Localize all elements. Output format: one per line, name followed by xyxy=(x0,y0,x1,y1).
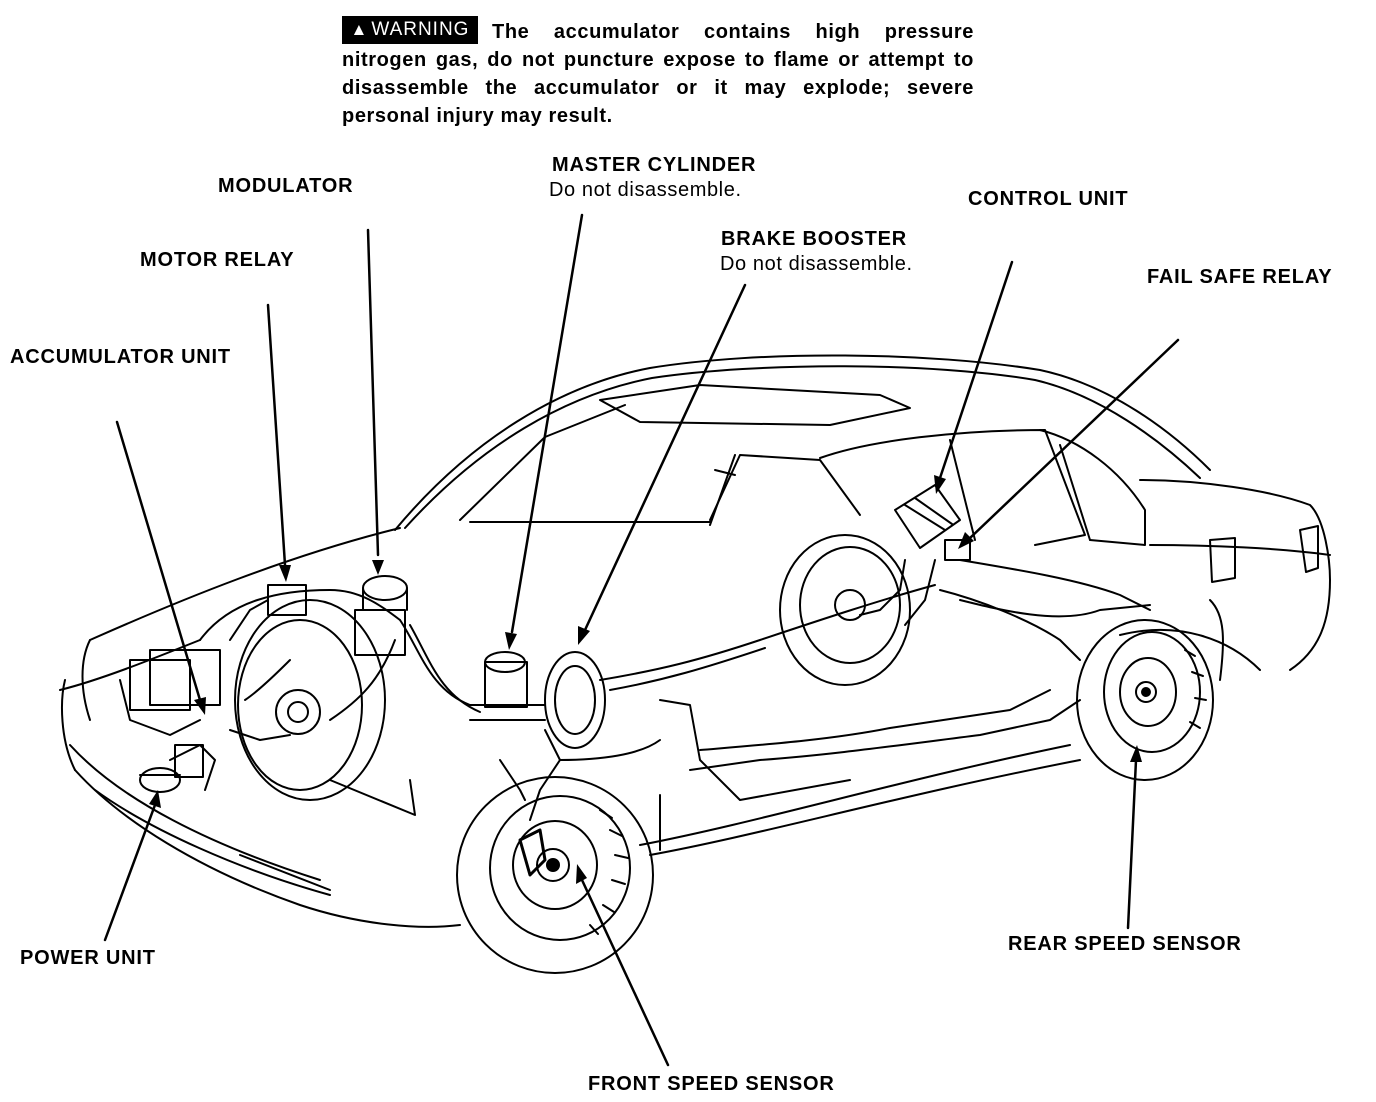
modulator-leader xyxy=(366,228,380,557)
label-control-unit: CONTROL UNIT xyxy=(968,188,1129,210)
label-fail-safe-relay: FAIL SAFE RELAY xyxy=(1147,266,1333,288)
front-speed-sensor-leader xyxy=(580,878,670,1067)
leader-lines xyxy=(103,213,1180,1067)
fail-safe-relay-leader xyxy=(968,338,1180,540)
accumulator-leader xyxy=(115,420,202,702)
control-unit-leader xyxy=(938,260,1014,480)
label-front-speed-sensor: FRONT SPEED SENSOR xyxy=(588,1073,835,1095)
rear-right-wheel xyxy=(779,534,911,686)
label-rear-speed-sensor: REAR SPEED SENSOR xyxy=(1008,933,1242,955)
note-brake-booster: Do not disassemble. xyxy=(720,253,913,275)
rear-speed-sensor-leader xyxy=(1126,758,1138,930)
label-motor-relay: MOTOR RELAY xyxy=(140,249,295,271)
master-cylinder-leader xyxy=(510,213,584,634)
front-left-wheel xyxy=(456,776,654,974)
front-right-wheel xyxy=(234,599,386,801)
car-body xyxy=(59,354,1331,928)
label-power-unit: POWER UNIT xyxy=(20,947,156,969)
warning-badge: ▲ WARNING xyxy=(340,14,480,46)
label-master-cylinder: MASTER CYLINDER xyxy=(552,154,757,176)
label-brake-booster: BRAKE BOOSTER xyxy=(721,228,907,250)
brake-booster-leader xyxy=(583,283,747,632)
note-master-cylinder: Do not disassemble. xyxy=(549,179,742,201)
power-unit-leader xyxy=(103,803,157,942)
warning-triangle-icon: ▲ xyxy=(350,20,369,39)
rear-left-wheel xyxy=(1076,619,1214,781)
brake-components xyxy=(119,484,1151,821)
label-modulator: MODULATOR xyxy=(218,175,354,197)
warning-message: The accumulator contains high pressure n… xyxy=(342,21,974,127)
motor-relay-leader xyxy=(266,303,287,567)
label-accumulator-unit: ACCUMULATOR UNIT xyxy=(10,346,231,368)
